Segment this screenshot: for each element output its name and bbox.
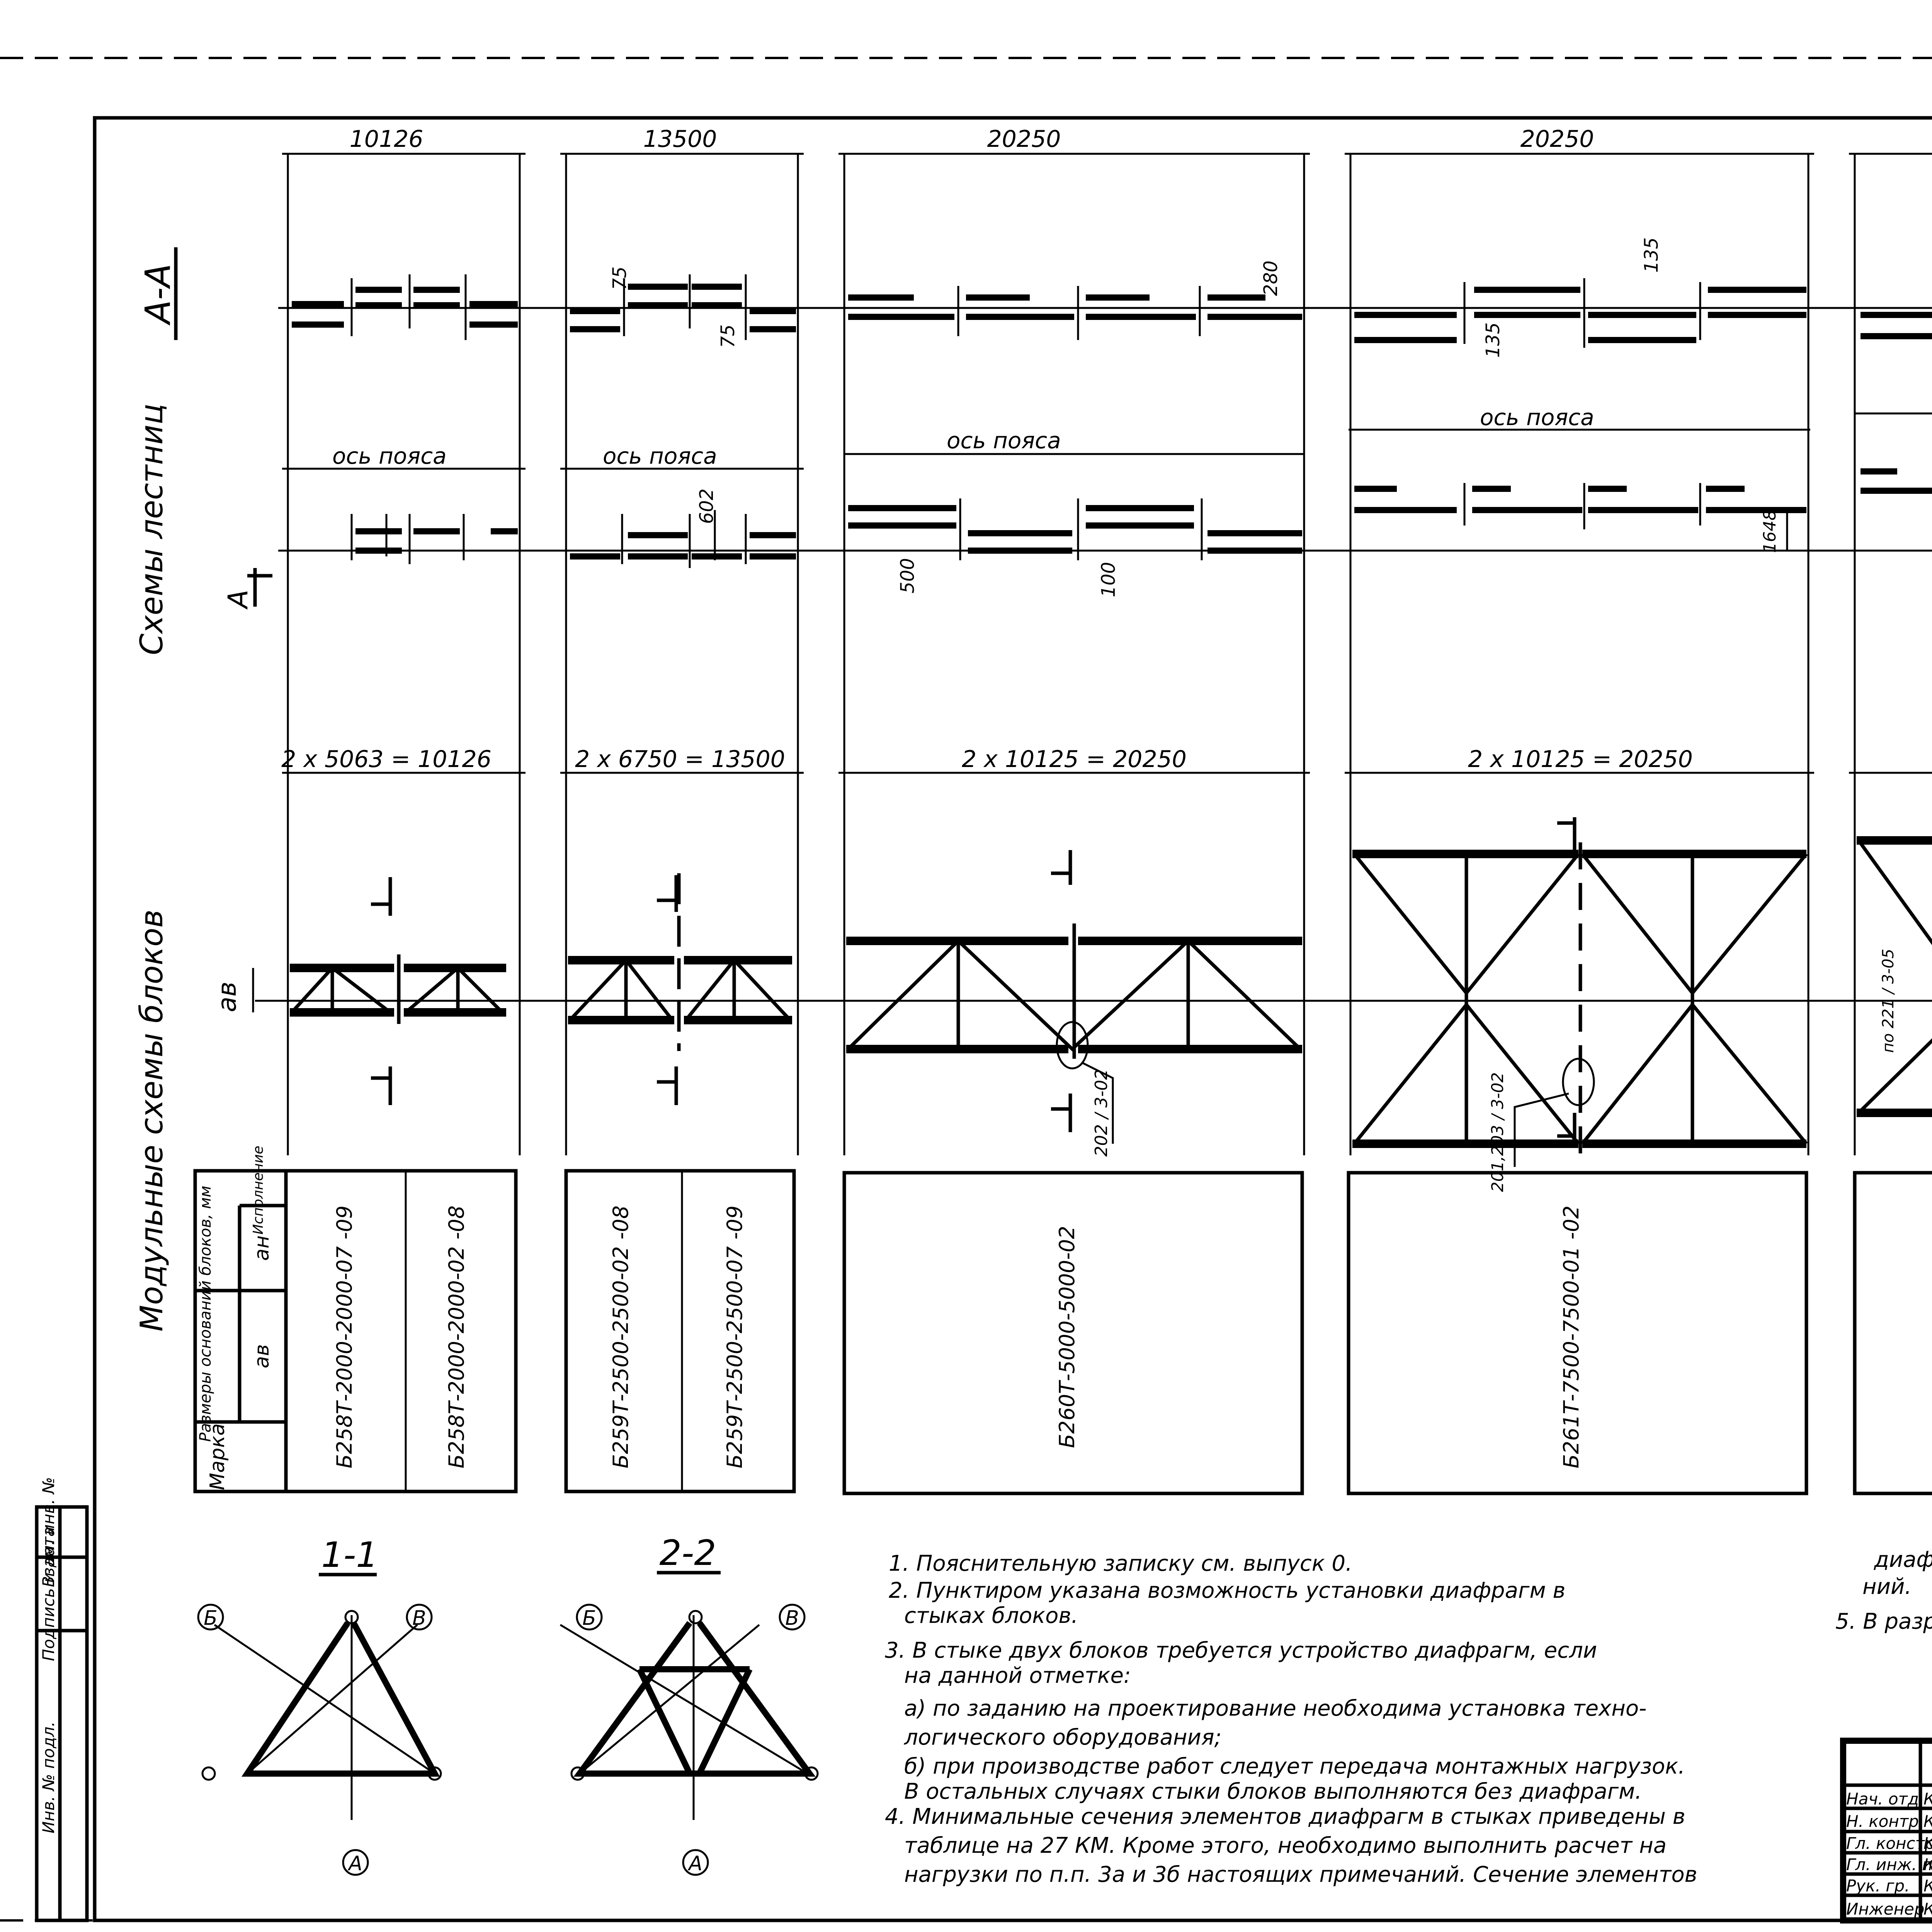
svg-text:таблице на 27 КМ. Кроме эт: таблице на 27 КМ. Кроме этого, необходим… bbox=[904, 1833, 1667, 1858]
binding-stamp: Взам. инв. № Подпись и дата Инв. № подл. bbox=[35, 1477, 89, 1922]
section-cut-marker bbox=[371, 877, 392, 1105]
svg-text:3. В стыке двух блоков требует: 3. В стыке двух блоков требуется устройс… bbox=[885, 1638, 1597, 1663]
svg-text:Б: Б bbox=[582, 1607, 596, 1630]
svg-text:1648: 1648 bbox=[1760, 510, 1780, 553]
svg-text:2 x 6750 = 13500: 2 x 6750 = 13500 bbox=[575, 746, 785, 773]
svg-text:75: 75 bbox=[717, 324, 739, 348]
svg-text:135: 135 bbox=[1482, 322, 1504, 358]
svg-text:Инв. № подл.: Инв. № подл. bbox=[39, 1721, 58, 1833]
chord-axis-label: ось пояса bbox=[332, 443, 447, 469]
svg-text:А: А bbox=[347, 1852, 362, 1875]
svg-text:20250: 20250 bbox=[1520, 126, 1594, 153]
svg-text:Б: Б bbox=[204, 1607, 218, 1630]
svg-text:Кривошлык: Кривошлык bbox=[1923, 1900, 1932, 1918]
svg-text:Рук. гр.: Рук. гр. bbox=[1846, 1876, 1910, 1895]
ladder-schemes-label: Схемы лестниц bbox=[134, 403, 170, 655]
svg-text:А: А bbox=[222, 590, 254, 610]
general-notes: 1. Пояснительную записку см. выпуск 0. 2… bbox=[885, 1551, 1697, 1887]
block-mark: Б261Т-7500-7500-01 -02 bbox=[1559, 1206, 1583, 1468]
svg-text:1. Пояснительную записку см. в: 1. Пояснительную записку см. выпуск 0. bbox=[889, 1551, 1352, 1576]
svg-text:по 221 / 3-05: по 221 / 3-05 bbox=[1879, 949, 1897, 1053]
svg-text:602: 602 bbox=[696, 488, 718, 524]
svg-text:Ковтюх: Ковтюх bbox=[1923, 1855, 1932, 1874]
svg-text:75: 75 bbox=[609, 266, 631, 290]
svg-text:2 x 10125 = 20250: 2 x 10125 = 20250 bbox=[962, 746, 1187, 773]
block-mark: Б259Т-2500-2500-07 -09 bbox=[723, 1206, 747, 1468]
svg-text:Размеры оснований блоков, мм: Размеры оснований блоков, мм bbox=[197, 1185, 214, 1442]
column-3: 20250 ось пояса 280 500 100 2 x 10125 = … bbox=[838, 126, 1310, 1495]
svg-text:В: В bbox=[412, 1607, 426, 1630]
svg-text:13500: 13500 bbox=[643, 126, 717, 153]
column-2: 13500 ось пояса 75 75 602 2 x 6750 = 135… bbox=[560, 126, 804, 1493]
svg-text:б) при производстве работ след: б) при производстве работ следует переда… bbox=[904, 1754, 1685, 1779]
svg-text:Марка: Марка bbox=[206, 1423, 229, 1490]
block-mark: Б259Т-2500-2500-02 -08 bbox=[609, 1206, 633, 1468]
svg-text:aн: aн bbox=[250, 1235, 274, 1261]
bottom-dimension: 2 x 5063 = 10126 bbox=[281, 746, 492, 773]
node-callout-circle bbox=[1056, 1021, 1089, 1070]
svg-text:500: 500 bbox=[897, 558, 918, 594]
mark-table bbox=[1347, 1171, 1808, 1495]
svg-text:нагрузки по п.п. 3а и 3б насто: нагрузки по п.п. 3а и 3б настоящих приме… bbox=[904, 1862, 1697, 1887]
svg-text:а) по заданию на проектировани: а) по заданию на проектирование необходи… bbox=[904, 1696, 1646, 1721]
svg-text:20250: 20250 bbox=[987, 126, 1061, 153]
svg-text:ось пояса: ось пояса bbox=[603, 443, 717, 469]
mark-table: Марка Размеры оснований блоков, мм aв aн… bbox=[193, 1146, 518, 1493]
mark-table bbox=[1853, 1171, 1932, 1495]
svg-text:В остальных случаях стыки блок: В остальных случаях стыки блоков выполня… bbox=[904, 1779, 1642, 1804]
svg-text:стыках блоков.: стыках блоков. bbox=[904, 1603, 1078, 1628]
svg-text:ось пояса: ось пояса bbox=[947, 427, 1061, 454]
svg-text:135: 135 bbox=[1641, 237, 1662, 273]
mark-table: Б259Т-2500-2500-02 -08 Б259Т-2500-2500-0… bbox=[564, 1169, 796, 1493]
svg-text:логического оборудования;: логического оборудования; bbox=[904, 1725, 1221, 1750]
general-notes-continued: диафрагм принимать по большему из получе… bbox=[1835, 1547, 1932, 1634]
column-4: 20250 ось пояса 135 135 1648 2 x 10125 =… bbox=[1345, 126, 1814, 1495]
column-5: 20250 ось пояса 135 135 3092 2 x 10125 =… bbox=[1849, 153, 1932, 1495]
svg-text:Кожинова: Кожинова bbox=[1923, 1876, 1932, 1895]
svg-text:Киселев: Киселев bbox=[1923, 1789, 1932, 1808]
section-2-2: 2-2 Б В А bbox=[560, 1533, 819, 1876]
column-1: 10126 ось пояса 2 x 5063 = 10126 bbox=[193, 126, 526, 1493]
svg-text:100: 100 bbox=[1098, 562, 1119, 597]
svg-text:А: А bbox=[687, 1852, 702, 1875]
svg-text:280: 280 bbox=[1260, 260, 1282, 296]
mark-table bbox=[842, 1171, 1304, 1495]
block-mark: Б258Т-2000-2000-02 -08 bbox=[444, 1206, 469, 1468]
svg-text:Исполнение: Исполнение bbox=[250, 1146, 266, 1235]
svg-text:Взам. инв. №: Взам. инв. № bbox=[39, 1477, 58, 1587]
svg-text:Инженер: Инженер bbox=[1846, 1900, 1925, 1918]
svg-text:Подпись и дата: Подпись и дата bbox=[39, 1527, 58, 1661]
svg-text:Нач. отд.: Нач. отд. bbox=[1846, 1789, 1924, 1808]
svg-text:ний.: ний. bbox=[1862, 1574, 1912, 1599]
svg-text:1-1: 1-1 bbox=[321, 1535, 378, 1575]
top-dimension: 10126 bbox=[350, 126, 423, 153]
av-label: aв bbox=[212, 981, 242, 1012]
section-1-1: 1-1 Б В А bbox=[197, 1535, 442, 1876]
truss-block bbox=[290, 964, 506, 1017]
svg-text:2-2: 2-2 bbox=[660, 1533, 716, 1573]
svg-text:Н. контр.: Н. контр. bbox=[1846, 1812, 1924, 1831]
block-mark: Б260Т-5000-5000-02 bbox=[1055, 1226, 1079, 1448]
svg-text:Кондра: Кондра bbox=[1923, 1812, 1932, 1831]
svg-text:на данной отметке:: на данной отметке: bbox=[904, 1663, 1131, 1688]
svg-text:В: В bbox=[785, 1607, 799, 1630]
sheet-frame bbox=[93, 116, 1932, 1922]
svg-text:aв: aв bbox=[250, 1344, 274, 1369]
svg-text:Гл. инж. пр.: Гл. инж. пр. bbox=[1846, 1855, 1932, 1874]
svg-text:Кондра: Кондра bbox=[1923, 1834, 1932, 1853]
block-mark: Б258Т-2000-2000-07 -09 bbox=[332, 1206, 357, 1468]
svg-text:2 x 10125 = 20250: 2 x 10125 = 20250 bbox=[1468, 746, 1693, 773]
svg-text:ось пояса: ось пояса bbox=[1480, 404, 1594, 430]
section-marker-a-left: А bbox=[222, 568, 272, 610]
svg-text:2. Пунктиром указана возможнос: 2. Пунктиром указана возможность установ… bbox=[889, 1578, 1565, 1603]
node-reference: 202 / 3-02 bbox=[1092, 1069, 1111, 1157]
svg-text:5. В разрезах 1-1 и 2-2 лестни: 5. В разрезах 1-1 и 2-2 лестницы условно… bbox=[1835, 1609, 1932, 1634]
title-block: Нач. отд. Киселев Н. контр. Кондра Гл. к… bbox=[1840, 1738, 1932, 1923]
section-a-label: А-А bbox=[138, 264, 179, 326]
svg-text:4. Минимальные сечения элемент: 4. Минимальные сечения элементов диафраг… bbox=[885, 1804, 1685, 1829]
svg-text:Гл. констр.: Гл. констр. bbox=[1846, 1834, 1932, 1853]
modular-schemes-label: Модульные схемы блоков bbox=[134, 910, 170, 1332]
svg-text:диафрагм принимать по большему: диафрагм принимать по большему из получе… bbox=[1874, 1547, 1932, 1572]
